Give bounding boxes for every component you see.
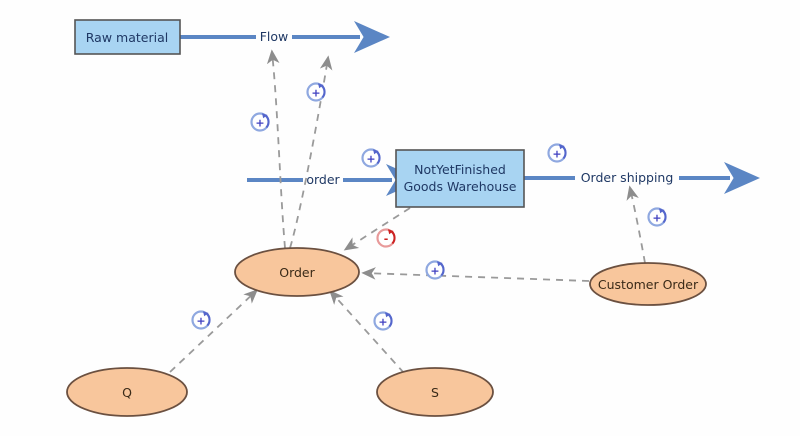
flow-labels: Flow order Order shipping bbox=[260, 29, 674, 187]
polarity-plus-icon-q-to-order: + bbox=[191, 310, 211, 330]
flow-label-order: order bbox=[306, 172, 340, 187]
variable-q[interactable] bbox=[66, 367, 188, 417]
polarity-sign: + bbox=[255, 117, 264, 130]
variable-s[interactable] bbox=[376, 367, 494, 417]
polarity-markers: + + - + bbox=[191, 82, 667, 331]
polarity-sign: + bbox=[196, 315, 205, 328]
polarity-plus-icon-warehouse-outflow: + bbox=[547, 143, 567, 163]
link-order-to-order-flow bbox=[289, 55, 333, 249]
polarity-sign: - bbox=[384, 233, 389, 246]
causal-links bbox=[169, 49, 646, 374]
polarity-plus-icon-customer-order-to-shipping: + bbox=[647, 207, 667, 227]
stock-warehouse[interactable] bbox=[395, 149, 525, 208]
variable-order[interactable] bbox=[234, 247, 360, 297]
link-q-to-order bbox=[169, 289, 258, 373]
polarity-plus-icon-customer-order-to-order: + bbox=[425, 260, 445, 280]
stock-raw-material-label: Raw material bbox=[86, 30, 168, 45]
flow-pipes bbox=[180, 21, 760, 196]
polarity-plus-icon-order-to-order-flow: + bbox=[306, 82, 326, 102]
polarity-plus-icon-s-to-order: + bbox=[373, 311, 393, 331]
polarity-sign: + bbox=[366, 153, 375, 166]
stock-warehouse-label-line2: Goods Warehouse bbox=[404, 179, 517, 194]
polarity-sign: + bbox=[378, 316, 387, 329]
variable-customer-order[interactable] bbox=[589, 262, 707, 306]
link-customer-order-to-shipping bbox=[626, 185, 646, 264]
variable-s-label: S bbox=[431, 385, 439, 400]
variables: Order Customer Order Q S bbox=[66, 247, 707, 417]
stock-warehouse-label-line1: NotYetFinished bbox=[414, 162, 506, 177]
flow-label-top: Flow bbox=[260, 29, 289, 44]
flow-label-shipping: Order shipping bbox=[581, 170, 674, 185]
polarity-sign: + bbox=[652, 212, 661, 225]
stocks: Raw material NotYetFinished Goods Wareho… bbox=[74, 19, 525, 208]
variable-customer-order-label: Customer Order bbox=[598, 277, 699, 292]
link-order-to-flow bbox=[266, 49, 286, 249]
polarity-minus-icon-warehouse-to-order: - bbox=[376, 228, 396, 248]
link-s-to-order bbox=[329, 289, 405, 374]
polarity-plus-icon-order-to-flow: + bbox=[250, 112, 270, 132]
variable-q-label: Q bbox=[122, 385, 132, 400]
link-customer-order-to-order bbox=[361, 267, 590, 282]
stock-raw-material[interactable] bbox=[74, 19, 181, 55]
polarity-plus-icon-warehouse-inflow: + bbox=[361, 148, 381, 168]
polarity-sign: + bbox=[430, 265, 439, 278]
polarity-sign: + bbox=[311, 87, 320, 100]
polarity-sign: + bbox=[552, 148, 561, 161]
variable-order-label: Order bbox=[279, 265, 315, 280]
